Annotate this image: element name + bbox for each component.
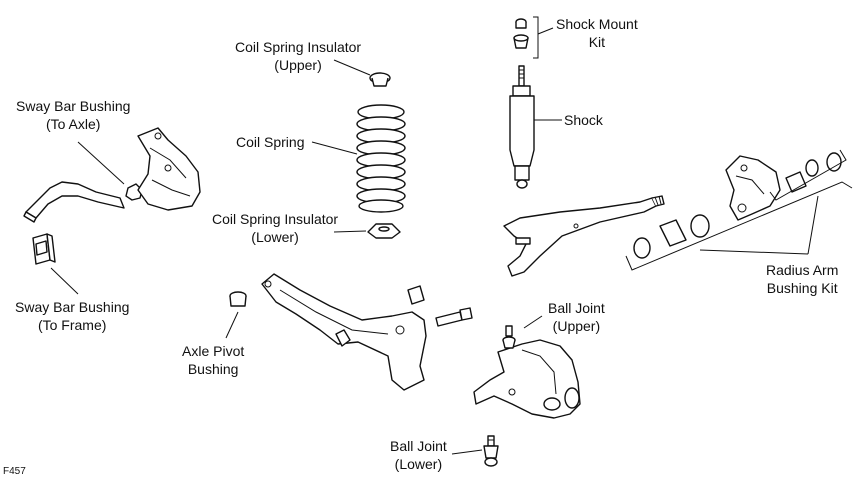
sway-bar-bushing-frame-label: Sway Bar Bushing (To Frame) [15,299,130,333]
coil-spring-insulator-lower-part [333,223,401,239]
steering-knuckle-part [473,339,581,419]
radius-arm-bushing-kit-parts [625,149,853,271]
coil-spring-label: Coil Spring [236,134,305,150]
ball-joint-lower-part [451,435,499,467]
ball-joint-upper-part [502,315,543,349]
sway-bar-part [23,141,143,223]
shock-mount-kit-label: Shock Mount Kit [556,16,638,50]
coil-spring-insulator-lower-label: Coil Spring Insulator (Lower) [212,211,339,245]
coil-spring-insulator-upper-label: Coil Spring Insulator (Upper) [235,39,362,73]
radius-arm-bracket-part [725,155,781,221]
sway-bar-bushing-axle-label: Sway Bar Bushing (To Axle) [16,98,131,132]
ball-joint-upper-label: Ball Joint (Upper) [548,300,605,334]
ball-joint-lower-label: Ball Joint (Lower) [390,438,447,472]
coil-spring-insulator-upper-part [333,59,391,87]
axle-pivot-bushing-part [225,291,247,339]
radius-arm-part [503,195,665,277]
axle-arm-part [261,273,473,391]
shock-part [509,65,562,189]
radius-arm-bushing-kit-label: Radius Arm Bushing Kit [766,262,839,296]
shock-label: Shock [564,112,603,128]
axle-bracket-part [137,127,201,211]
sway-bar-bushing-frame-part [32,233,79,295]
figure-id: F457 [3,466,26,477]
axle-pivot-bushing-label: Axle Pivot Bushing [182,343,245,377]
shock-mount-kit-parts [513,16,554,59]
coil-spring-part [311,104,406,213]
